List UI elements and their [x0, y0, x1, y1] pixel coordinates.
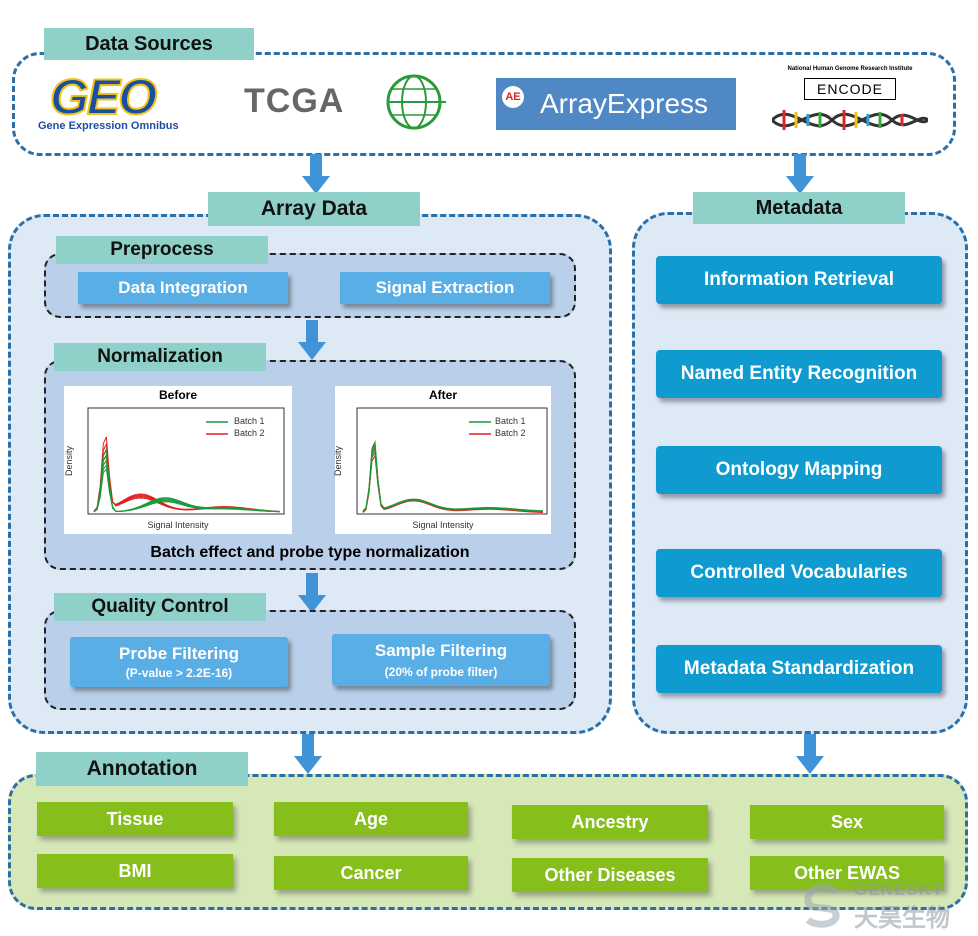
- before-density-line-9: [93, 467, 281, 513]
- after-density-line-4: [362, 440, 544, 513]
- information-retrieval-box: Information Retrieval: [656, 256, 942, 304]
- metadata-title: Metadata: [693, 192, 905, 224]
- after-chart-title: After: [428, 388, 457, 402]
- ontology-mapping-box: Ontology Mapping: [656, 446, 942, 494]
- metadata-standardization-box: Metadata Standardization: [656, 645, 942, 693]
- before-xlabel: Signal Intensity: [147, 520, 209, 530]
- tcga-globe-icon: [386, 74, 446, 130]
- watermark-chinese: 天昊生物: [854, 904, 950, 932]
- arrayexpress-logo-text: ArrayExpress: [540, 88, 709, 119]
- encode-logo: National Human Genome Research Institute…: [770, 66, 930, 142]
- before-chart-title: Before: [158, 388, 197, 402]
- annotation-other-diseases: Other Diseases: [512, 858, 708, 892]
- annotation-sex: Sex: [750, 805, 944, 839]
- arrayexpress-mark-icon: AE: [502, 86, 524, 108]
- geo-logo-text: GEO: [49, 68, 158, 126]
- before-chart: Before Batch 1 Batch 2 Signal Intensity …: [64, 386, 292, 534]
- geo-logo: GEO Gene Expression Omnibus: [36, 68, 196, 138]
- data-sources-panel: [12, 52, 956, 156]
- named-entity-recognition-box: Named Entity Recognition: [656, 350, 942, 398]
- annotation-other-ewas: Other EWAS: [750, 856, 944, 890]
- annotation-cancer: Cancer: [274, 856, 468, 890]
- after-legend-batch2: Batch 2: [495, 428, 526, 438]
- genesky-logo-icon: [804, 883, 840, 928]
- array-data-title: Array Data: [208, 192, 420, 226]
- after-chart: After Batch 1 Batch 2 Signal Intensity D…: [333, 386, 551, 534]
- before-density-line-8: [93, 464, 281, 513]
- annotation-tissue: Tissue: [37, 802, 233, 836]
- arrayexpress-logo: AE ArrayExpress: [496, 78, 736, 130]
- after-xlabel: Signal Intensity: [412, 520, 474, 530]
- after-ylabel: Density: [333, 445, 344, 477]
- tcga-logo-text: TCGA: [244, 82, 345, 120]
- annotation-bmi: BMI: [37, 854, 233, 888]
- preprocess-title: Preprocess: [56, 236, 268, 264]
- probe-filtering-label: Probe Filtering: [119, 644, 239, 663]
- after-density-line-5: [362, 443, 544, 512]
- arrow-down-icon: [294, 734, 322, 774]
- before-density-plot: [87, 407, 285, 515]
- sample-filtering-label: Sample Filtering: [374, 641, 508, 660]
- after-density-line-1: [362, 446, 544, 513]
- controlled-vocabularies-box: Controlled Vocabularies: [656, 549, 942, 597]
- after-density-line-0: [362, 441, 544, 513]
- genesky-watermark: GENESKY 天昊生物: [800, 876, 968, 932]
- dna-helix-icon: [772, 110, 928, 130]
- signal-extraction-box: Signal Extraction: [340, 272, 550, 304]
- annotation-age: Age: [274, 802, 468, 836]
- encode-institute: National Human Genome Research Institute: [787, 66, 913, 72]
- annotation-ancestry: Ancestry: [512, 805, 708, 839]
- encode-logo-text: ENCODE: [804, 78, 896, 100]
- sample-filtering-detail: (20% of probe filter): [384, 665, 498, 679]
- after-density-plot: [356, 407, 548, 515]
- arrow-down-icon: [298, 320, 326, 360]
- arrow-down-icon: [796, 734, 824, 774]
- before-legend-batch1: Batch 1: [234, 416, 265, 426]
- before-density-line-4: [93, 458, 281, 512]
- arrow-down-icon: [302, 154, 330, 194]
- before-density-line-0: [93, 436, 281, 513]
- arrow-down-icon: [786, 154, 814, 194]
- arrow-down-icon: [298, 573, 326, 613]
- probe-filtering-detail: (P-value > 2.2E-16): [125, 666, 233, 680]
- annotation-title: Annotation: [36, 752, 248, 786]
- geo-subtitle: Gene Expression Omnibus: [38, 120, 179, 132]
- probe-filtering-box: Probe Filtering (P-value > 2.2E-16): [70, 637, 288, 687]
- quality-control-title: Quality Control: [54, 593, 266, 621]
- sample-filtering-box: Sample Filtering (20% of probe filter): [332, 634, 550, 686]
- after-legend-batch1: Batch 1: [495, 416, 526, 426]
- normalization-caption: Batch effect and probe type normalizatio…: [150, 544, 470, 561]
- data-integration-box: Data Integration: [78, 272, 288, 304]
- normalization-title: Normalization: [54, 343, 266, 371]
- after-density-line-7: [362, 450, 544, 512]
- after-density-line-6: [362, 447, 544, 512]
- after-density-line-2: [362, 450, 544, 513]
- data-sources-title: Data Sources: [44, 28, 254, 60]
- after-density-line-3: [362, 454, 544, 513]
- tcga-logo: TCGA: [244, 70, 456, 134]
- watermark-latin: GENESKY: [854, 880, 945, 899]
- before-ylabel: Density: [64, 445, 75, 477]
- before-legend-batch2: Batch 2: [234, 428, 265, 438]
